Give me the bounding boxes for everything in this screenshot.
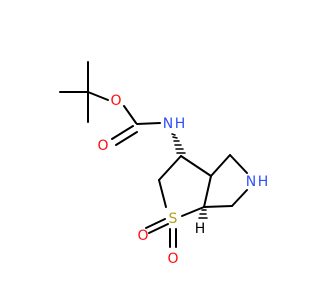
bond-c2-s bbox=[158, 179, 167, 208]
bond-s-c6a bbox=[181, 206, 205, 217]
bond-carbonyl-double-2 bbox=[115, 131, 138, 146]
molecule-diagram: O O N H N H S O O H bbox=[59, 61, 269, 267]
bond-c6a-c3a bbox=[203, 175, 212, 208]
atom-sulfur: S bbox=[169, 211, 178, 227]
bond-c6-c6a bbox=[203, 205, 233, 208]
bond-c3a-c4 bbox=[210, 154, 231, 177]
structure-drawing: O O N H N H S O O H bbox=[59, 61, 269, 267]
atom-carbamate-nh-hydrogen: H bbox=[175, 116, 186, 132]
bond-c4-n5 bbox=[229, 154, 248, 174]
bond-c3-c2 bbox=[158, 155, 182, 181]
atom-ring-nitrogen: N bbox=[246, 174, 256, 190]
bond-c3a-c3 bbox=[180, 155, 212, 177]
bond-carbonyl-to-nitrogen bbox=[136, 122, 161, 125]
atom-sulfonyl-oxygen-bottom: O bbox=[167, 251, 178, 267]
atom-carbonyl-oxygen: O bbox=[97, 138, 108, 154]
atom-sulfonyl-oxygen-left: O bbox=[137, 228, 148, 244]
bond-tbu-to-oxygen bbox=[87, 91, 109, 101]
atom-carbamate-nitrogen: N bbox=[163, 116, 173, 132]
bond-n5-c6 bbox=[231, 189, 248, 207]
atom-ester-oxygen: O bbox=[110, 93, 121, 109]
stereo-hash-wedge-n bbox=[171, 133, 186, 154]
bond-s-o-left-1 bbox=[145, 218, 166, 229]
bond-carbonyl-double-1 bbox=[111, 125, 134, 140]
atom-stereo-hydrogen: H bbox=[195, 221, 206, 237]
atom-ring-nh-hydrogen: H bbox=[258, 174, 269, 190]
bond-s-o-left-2 bbox=[148, 223, 169, 234]
bond-oxygen-to-carbonyl bbox=[123, 105, 137, 124]
stereo-hash-wedge-h bbox=[198, 209, 208, 219]
